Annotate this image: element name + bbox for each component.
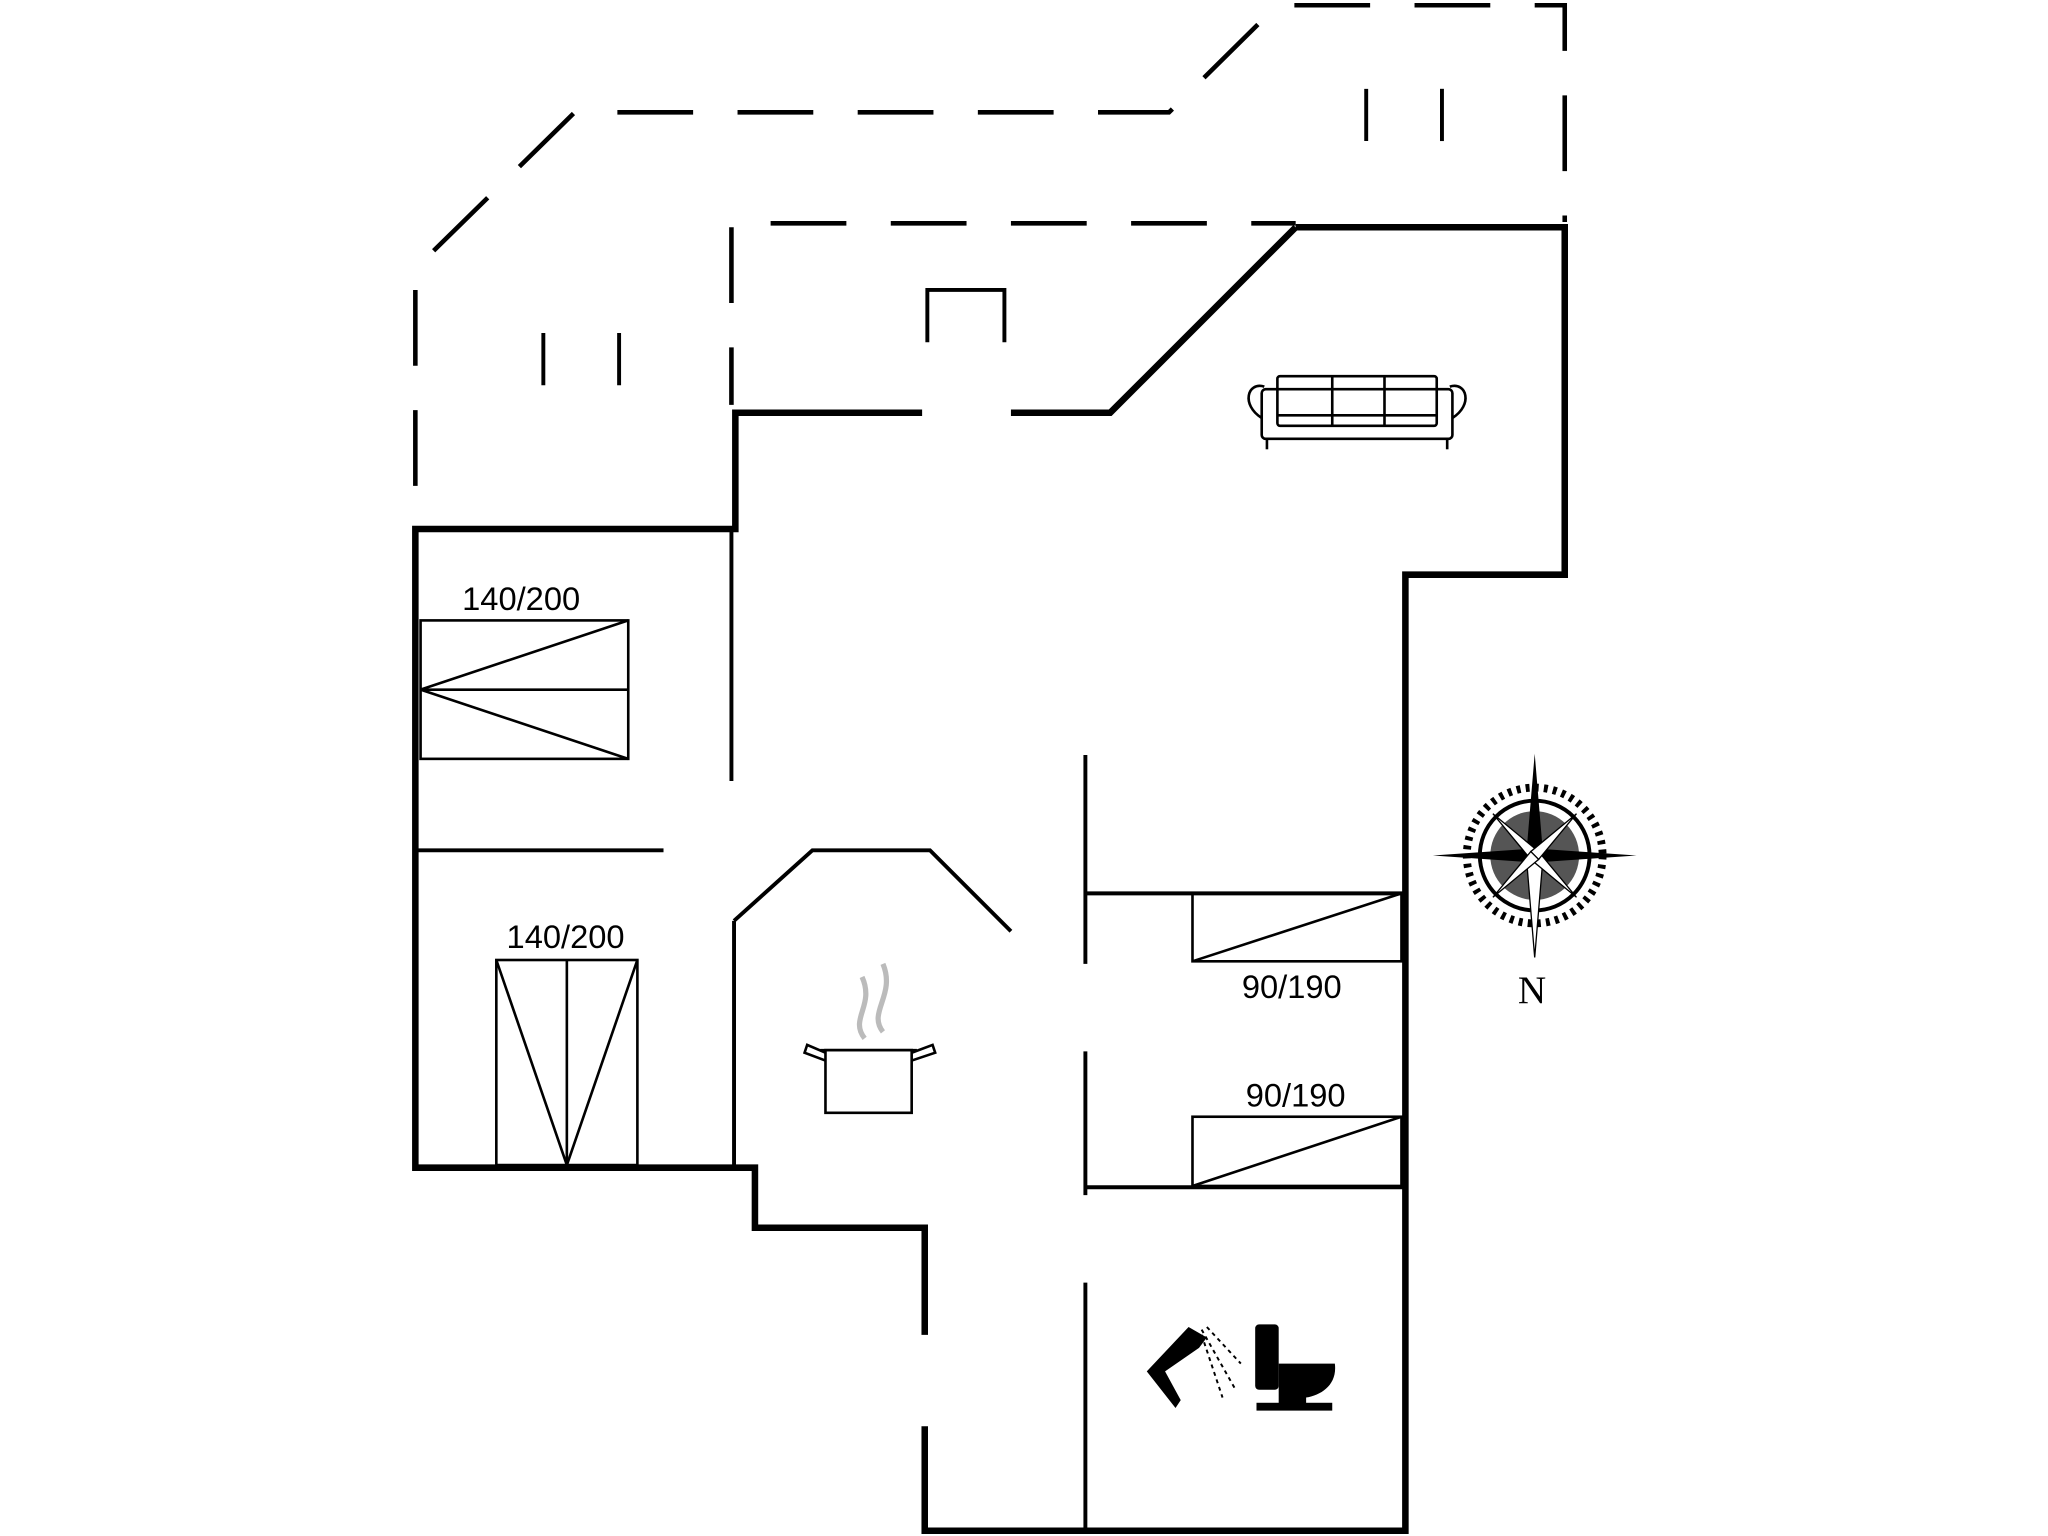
north-label: N — [1518, 969, 1546, 1012]
exterior-walls — [412, 223, 1568, 1535]
bed-single-1: 90/190 — [1191, 892, 1403, 1005]
terrace-outline — [413, 2, 1568, 523]
toilet-icon — [1255, 1324, 1336, 1411]
kitchen-counter — [732, 848, 1013, 933]
bed-single-2: 90/190 — [1191, 1076, 1403, 1188]
bed-double-1: 140/200 — [419, 580, 630, 761]
sofa-icon — [1247, 374, 1467, 450]
bed-double-2: 140/200 — [495, 918, 639, 1170]
bed-size-label: 90/190 — [1242, 968, 1342, 1005]
bed-size-label: 90/190 — [1246, 1076, 1346, 1113]
bed-size-label: 140/200 — [507, 918, 625, 955]
compass-rose-icon — [1432, 753, 1637, 958]
bed-size-label: 140/200 — [462, 580, 580, 617]
cooking-pot-icon — [802, 962, 937, 1115]
shower-icon — [1146, 1326, 1242, 1408]
